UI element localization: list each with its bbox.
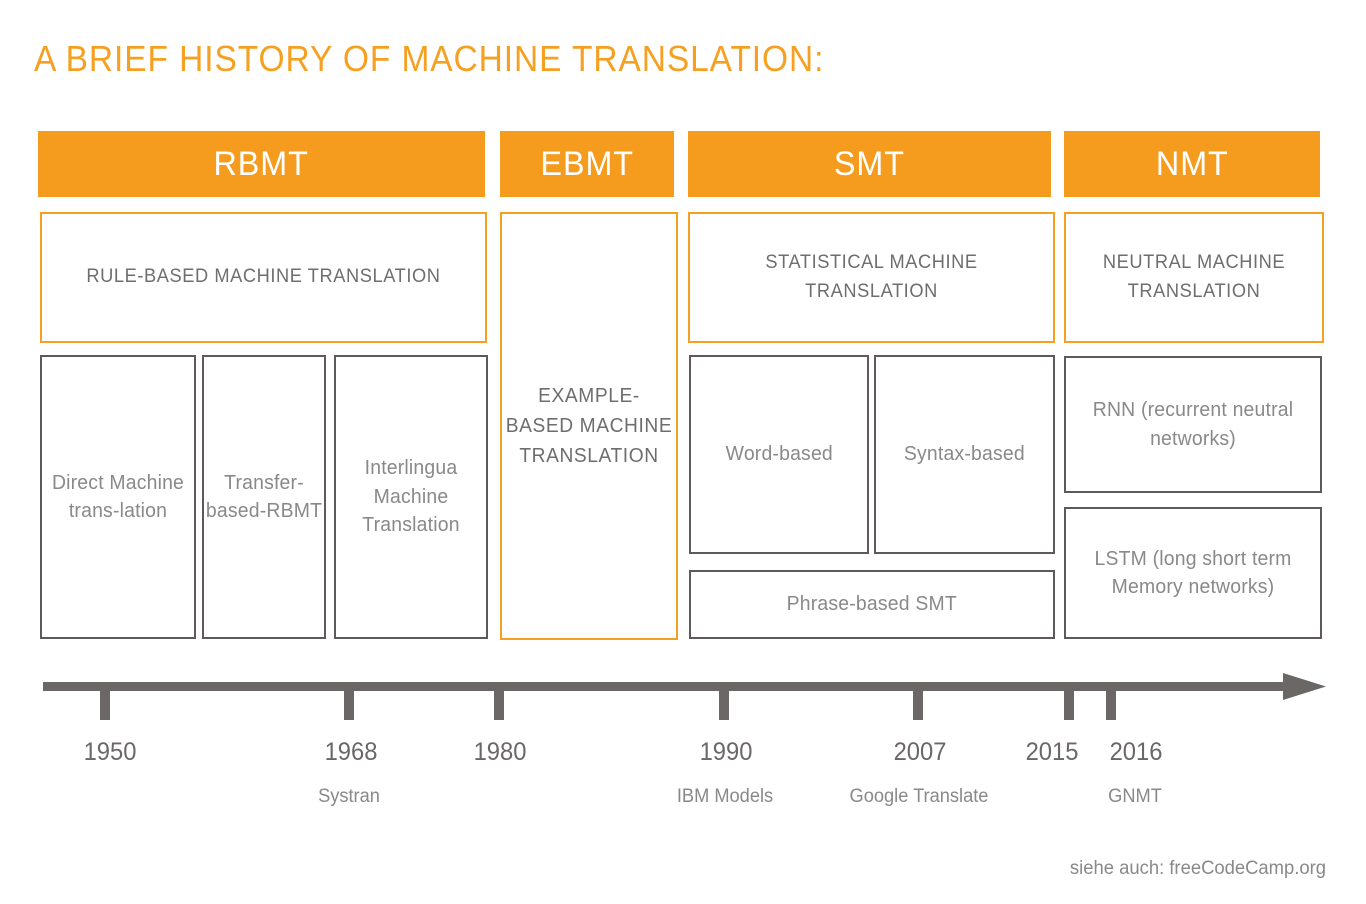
sub-box-word-based: Word-based (689, 355, 869, 554)
column-header-smt: SMT (688, 131, 1051, 197)
timeline-tick-1968 (344, 691, 354, 720)
sub-box-direct-machine-translation: Direct Machine trans-lation (40, 355, 196, 639)
timeline-tick-1950 (100, 691, 110, 720)
description-box-nmt: NEUTRAL MACHINE TRANSLATION (1064, 212, 1324, 343)
timeline-year-1990: 1990 (699, 738, 753, 766)
column-header-rbmt-label: RBMT (213, 144, 310, 183)
timeline-event-gnmt: GNMT (1108, 786, 1162, 807)
timeline-arrow-icon (1283, 673, 1326, 700)
timeline-event-ibm-models: IBM Models (676, 786, 774, 807)
sub-box-label: Transfer-based-RBMT (205, 471, 323, 522)
timeline-year-2015: 2015 (1025, 738, 1079, 766)
sub-box-label: Direct Machine trans-lation (51, 471, 185, 522)
timeline-tick-2015 (1064, 691, 1074, 720)
sub-box-label: Phrase-based SMT (786, 593, 958, 616)
description-box-ebmt: EXAMPLE-BASED MACHINE TRANSLATION (500, 212, 678, 640)
column-header-rbmt: RBMT (38, 131, 485, 197)
timeline-year-1950: 1950 (83, 738, 137, 766)
description-rbmt-text: RULE-BASED MACHINE TRANSLATION (86, 266, 441, 288)
timeline-year-2016: 2016 (1109, 738, 1163, 766)
column-header-smt-label: SMT (833, 144, 906, 183)
description-box-smt: STATISTICAL MACHINE TRANSLATION (688, 212, 1055, 343)
description-nmt-text: NEUTRAL MACHINE TRANSLATION (1102, 252, 1286, 302)
timeline-year-2007: 2007 (893, 738, 947, 766)
timeline-event-systran: Systran (318, 786, 380, 807)
timeline-bar (43, 682, 1287, 691)
sub-box-syntax-based: Syntax-based (874, 355, 1055, 554)
sub-box-label: LSTM (long short term Memory networks) (1094, 547, 1292, 598)
column-header-ebmt-label: EBMT (540, 144, 634, 183)
description-smt-text: STATISTICAL MACHINE TRANSLATION (765, 252, 978, 302)
column-header-nmt: NMT (1064, 131, 1320, 197)
timeline-year-1968: 1968 (324, 738, 378, 766)
description-ebmt-text: EXAMPLE-BASED MACHINE TRANSLATION (505, 385, 673, 467)
timeline-tick-1980 (494, 691, 504, 720)
sub-box-transfer-based-rbmt: Transfer-based-RBMT (202, 355, 326, 639)
column-header-nmt-label: NMT (1155, 144, 1229, 183)
sub-box-interlingua-machine-translation: Interlingua Machine Translation (334, 355, 488, 639)
timeline-tick-1990 (719, 691, 729, 720)
sub-box-rnn: RNN (recurrent neutral networks) (1064, 356, 1322, 493)
timeline-event-google-translate: Google Translate (849, 786, 989, 807)
sub-box-label: Word-based (725, 443, 833, 466)
timeline-year-1980: 1980 (473, 738, 527, 766)
column-header-ebmt: EBMT (500, 131, 674, 197)
sub-box-label: Syntax-based (904, 443, 1025, 466)
timeline-tick-2016 (1106, 691, 1116, 720)
sub-box-label: RNN (recurrent neutral networks) (1092, 399, 1294, 450)
timeline-tick-2007 (913, 691, 923, 720)
sub-box-label: Interlingua Machine Translation (362, 457, 460, 537)
sub-box-phrase-based-smt: Phrase-based SMT (689, 570, 1055, 639)
sub-box-lstm: LSTM (long short term Memory networks) (1064, 507, 1322, 639)
timeline-axis (43, 673, 1326, 720)
footer-source-note: siehe auch: freeCodeCamp.org (1069, 858, 1326, 879)
description-box-rbmt: RULE-BASED MACHINE TRANSLATION (40, 212, 487, 343)
page-title: A BRIEF HISTORY OF MACHINE TRANSLATION: (34, 38, 825, 79)
